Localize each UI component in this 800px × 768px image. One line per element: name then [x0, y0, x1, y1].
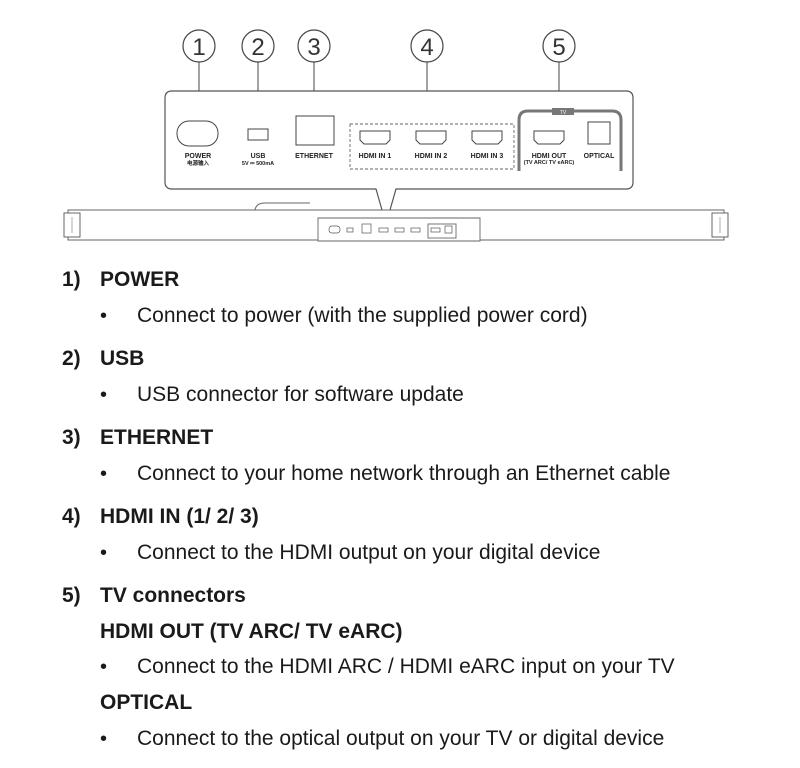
section-usb-heading: 2) USB — [62, 347, 144, 371]
bullet-text: USB connector for software update — [137, 383, 464, 406]
hdmi-in-2-port: HDMI IN 2 — [415, 130, 448, 160]
section-hdmi-in-heading: 4) HDMI IN (1/ 2/ 3) — [62, 505, 259, 529]
svg-text:ETHERNET: ETHERNET — [295, 153, 333, 160]
section-title: USB — [100, 347, 145, 370]
section-number: 4) — [62, 505, 81, 528]
svg-text:POWER: POWER — [185, 153, 211, 160]
section-number: 5) — [62, 584, 81, 607]
section-tv-heading: 5) TV connectors — [62, 584, 246, 608]
svg-text:4: 4 — [420, 34, 433, 61]
section-hdmi-in-bullet: • Connect to the HDMI output on your digi… — [100, 541, 600, 565]
rear-panel-diagram: 1 2 3 4 5 POWER 电源输入 USB 5V ⎓ 500mA ETHE… — [63, 29, 729, 242]
tv-group-label: TV — [560, 110, 567, 116]
section-ethernet-heading: 3) ETHERNET — [62, 426, 213, 450]
svg-text:2: 2 — [251, 34, 264, 61]
svg-text:OPTICAL: OPTICAL — [584, 153, 615, 160]
bullet-text: Connect to power (with the supplied powe… — [137, 304, 588, 327]
section-title: ETHERNET — [100, 426, 214, 449]
hdmi-in-3-port: HDMI IN 3 — [471, 130, 504, 160]
svg-text:HDMI IN 2: HDMI IN 2 — [415, 153, 448, 160]
svg-text:3: 3 — [307, 34, 320, 61]
callout-4: 4 — [410, 29, 444, 124]
callout-3: 3 — [297, 29, 331, 116]
bullet-dot: • — [100, 305, 108, 327]
section-tv-hdmi-out-bullet: • Connect to the HDMI ARC / HDMI eARC inp… — [100, 655, 675, 679]
ethernet-port: ETHERNET — [295, 115, 335, 160]
optical-port: OPTICAL — [584, 121, 615, 160]
bullet-dot: • — [100, 384, 108, 406]
tv-group-tab — [552, 108, 574, 115]
section-number: 2) — [62, 347, 81, 370]
bullet-text: Connect to the HDMI ARC / HDMI eARC inpu… — [137, 655, 675, 678]
usb-port: USB 5V ⎓ 500mA — [242, 128, 274, 167]
bullet-text: Connect to the HDMI output on your digit… — [137, 541, 601, 564]
section-title: HDMI IN (1/ 2/ 3) — [100, 505, 259, 528]
svg-text:1: 1 — [192, 34, 205, 61]
section-power-bullet: • Connect to power (with the supplied pow… — [100, 304, 588, 328]
soundbar-body — [63, 202, 729, 242]
hdmi-in-group — [349, 123, 515, 170]
svg-text:HDMI OUT: HDMI OUT — [532, 153, 567, 160]
svg-text:HDMI IN 1: HDMI IN 1 — [359, 153, 392, 160]
svg-text:5V ⎓ 500mA: 5V ⎓ 500mA — [242, 161, 274, 167]
section-title: TV connectors — [100, 584, 246, 607]
section-tv-optical-subheading: OPTICAL — [100, 691, 193, 714]
bullet-dot: • — [100, 656, 108, 678]
svg-text:USB: USB — [251, 153, 266, 160]
section-number: 3) — [62, 426, 81, 449]
section-tv-optical-bullet: • Connect to the optical output on your T… — [100, 727, 664, 751]
bullet-text: Connect to your home network through an … — [137, 462, 671, 485]
section-number: 1) — [62, 268, 81, 291]
power-port: POWER 电源输入 — [176, 120, 219, 167]
hdmi-in-1-port: HDMI IN 1 — [359, 130, 392, 160]
section-title: POWER — [100, 268, 180, 291]
section-ethernet-bullet: • Connect to your home network through an… — [100, 462, 671, 486]
section-power-heading: 1) POWER — [62, 268, 179, 292]
svg-text:HDMI IN 3: HDMI IN 3 — [471, 153, 504, 160]
panel-outline — [164, 90, 634, 227]
bullet-text: Connect to the optical output on your TV… — [137, 727, 665, 750]
section-usb-bullet: • USB connector for software update — [100, 383, 464, 407]
svg-text:(TV ARC/ TV eARC): (TV ARC/ TV eARC) — [524, 160, 575, 166]
svg-text:5: 5 — [552, 34, 565, 61]
hdmi-out-port: HDMI OUT (TV ARC/ TV eARC) — [524, 130, 575, 166]
svg-text:电源输入: 电源输入 — [187, 159, 210, 167]
bullet-dot: • — [100, 728, 108, 750]
callout-5: 5 — [542, 29, 576, 111]
bullet-dot: • — [100, 542, 108, 564]
section-tv-hdmi-out-subheading: HDMI OUT (TV ARC/ TV eARC) — [100, 620, 403, 643]
bullet-dot: • — [100, 463, 108, 485]
